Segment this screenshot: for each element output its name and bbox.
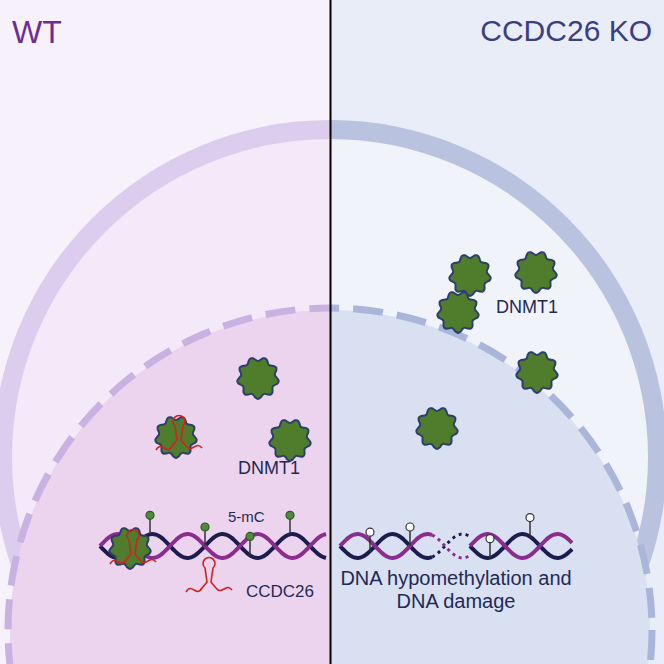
condition-title: WT	[12, 14, 62, 51]
methyl-group	[286, 511, 294, 519]
dnmt1-protein	[516, 352, 557, 393]
condition-panel: WT	[0, 0, 330, 664]
rna-hairpin	[186, 558, 232, 592]
condition-title: CCDC26 KO	[480, 14, 652, 49]
protein-label: DNMT1	[238, 458, 300, 479]
divider-line	[330, 0, 332, 664]
methyl-group	[406, 523, 414, 531]
methyl-stem	[149, 518, 151, 534]
methyl-group	[201, 523, 209, 531]
dna-strand	[470, 534, 572, 558]
dnmt1-protein	[237, 358, 278, 399]
dna-break	[432, 535, 470, 558]
methyl-group	[246, 532, 254, 540]
methyl-group	[526, 514, 534, 522]
rna-hairpin	[110, 530, 156, 564]
dna-strand	[340, 534, 432, 558]
rna-hairpin	[156, 416, 202, 450]
rna-label: CCDC26	[246, 582, 314, 602]
nuclear-envelope	[8, 308, 330, 664]
methyl-stem	[409, 530, 411, 546]
dna-helix	[340, 523, 432, 558]
methyl-stem	[204, 530, 206, 546]
dna-strand	[340, 534, 432, 558]
dna-strand	[470, 534, 572, 558]
dna-helix	[470, 514, 572, 558]
wild-type-half	[0, 0, 330, 664]
dnmt1-protein	[416, 408, 457, 449]
methyl-group	[366, 528, 374, 536]
methyl-stem	[369, 535, 371, 551]
nucleus	[331, 310, 650, 664]
nucleus	[10, 310, 330, 664]
dnmt1-protein	[269, 420, 310, 461]
condition-panel: CCDC26 KO	[331, 0, 664, 664]
dnmt1-protein	[437, 292, 478, 333]
methyl-stem	[529, 521, 531, 537]
modification-label: 5-mC	[228, 508, 265, 525]
methyl-stem	[289, 518, 291, 534]
methyl-stem	[489, 542, 491, 558]
methyl-group	[486, 535, 494, 543]
dna-break	[432, 534, 470, 557]
methyl-group	[146, 511, 154, 519]
methyl-stem	[249, 539, 251, 555]
dnmt1-protein	[515, 252, 556, 293]
dnmt1-protein	[449, 255, 490, 296]
knockout-half	[331, 0, 664, 664]
protein-label: DNMT1	[496, 297, 558, 318]
outcome-label: DNA hypomethylation and DNA damage	[340, 567, 572, 613]
nuclear-envelope	[331, 308, 652, 664]
